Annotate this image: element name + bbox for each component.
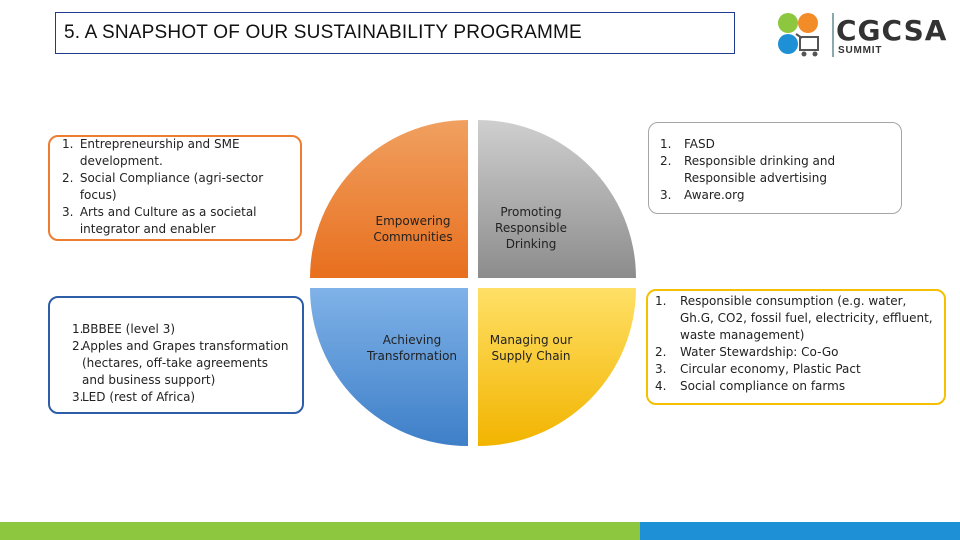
quadrant-label-promoting: Promoting Responsible Drinking bbox=[495, 205, 567, 251]
list-item: 3.Aware.org bbox=[660, 188, 745, 202]
list-item: 3.Circular economy, Plastic Pact bbox=[655, 362, 861, 376]
list-supply-chain: 1.Responsible consumption (e.g. water, G… bbox=[655, 293, 941, 395]
box-achieving-transformation bbox=[48, 296, 304, 414]
slide-title: 5. A SNAPSHOT OF OUR SUSTAINABILITY PROG… bbox=[64, 22, 582, 43]
list-item: 4.Social compliance on farms bbox=[655, 379, 846, 393]
list-item: 2.Responsible drinking and Responsible a… bbox=[660, 154, 836, 185]
list-responsible-drinking: 1.FASD 2.Responsible drinking and Respon… bbox=[660, 136, 896, 204]
programme-quadrant-chart bbox=[310, 120, 636, 446]
box-empowering-communities bbox=[48, 135, 302, 241]
cgcsa-summit-logo: CGCSA SUMMIT bbox=[776, 10, 956, 62]
logo-mark-icon bbox=[778, 13, 819, 57]
list-achieving-transformation: 1.BBBEE (level 3) 2.Apples and Grapes tr… bbox=[72, 321, 300, 406]
quadrant-label-empowering: Empowering Communities bbox=[373, 214, 453, 244]
list-item: 1. Entrepreneurship and SME development. bbox=[62, 137, 240, 168]
list-item: 3.LED (rest of Africa) bbox=[72, 390, 196, 404]
quadrant-label-managing: Managing our Supply Chain bbox=[489, 333, 573, 363]
box-responsible-drinking bbox=[648, 122, 902, 214]
box-supply-chain bbox=[646, 289, 946, 405]
list-empowering-communities: 1. Entrepreneurship and SME development.… bbox=[62, 136, 298, 238]
list-item: 3. Arts and Culture as a societal integr… bbox=[62, 205, 257, 236]
list-item: 2. Social Compliance (agri-sector focus) bbox=[62, 171, 264, 202]
slide-title-box: 5. A SNAPSHOT OF OUR SUSTAINABILITY PROG… bbox=[55, 12, 735, 54]
footer-strip-blue bbox=[640, 522, 960, 540]
quadrant-achieving-transformation bbox=[310, 288, 468, 446]
list-item: 1.BBBEE (level 3) bbox=[72, 322, 176, 336]
list-item: 1.FASD bbox=[660, 137, 715, 151]
list-item: 2.Water Stewardship: Co-Go bbox=[655, 345, 839, 359]
logo-wordmark: CGCSA bbox=[836, 14, 948, 47]
quadrant-managing-supply-chain bbox=[478, 288, 636, 446]
footer-strip-green bbox=[0, 522, 640, 540]
quadrant-label-achieving: Achieving Transformation bbox=[366, 333, 458, 363]
quadrant-empowering-communities bbox=[310, 120, 468, 278]
logo-divider bbox=[832, 13, 834, 57]
quadrant-promoting-responsible-drinking bbox=[478, 120, 636, 278]
list-item: 1.Responsible consumption (e.g. water, G… bbox=[655, 294, 933, 342]
logo-subtitle: SUMMIT bbox=[838, 45, 883, 56]
list-item: 2.Apples and Grapes transformation (hect… bbox=[72, 339, 289, 387]
